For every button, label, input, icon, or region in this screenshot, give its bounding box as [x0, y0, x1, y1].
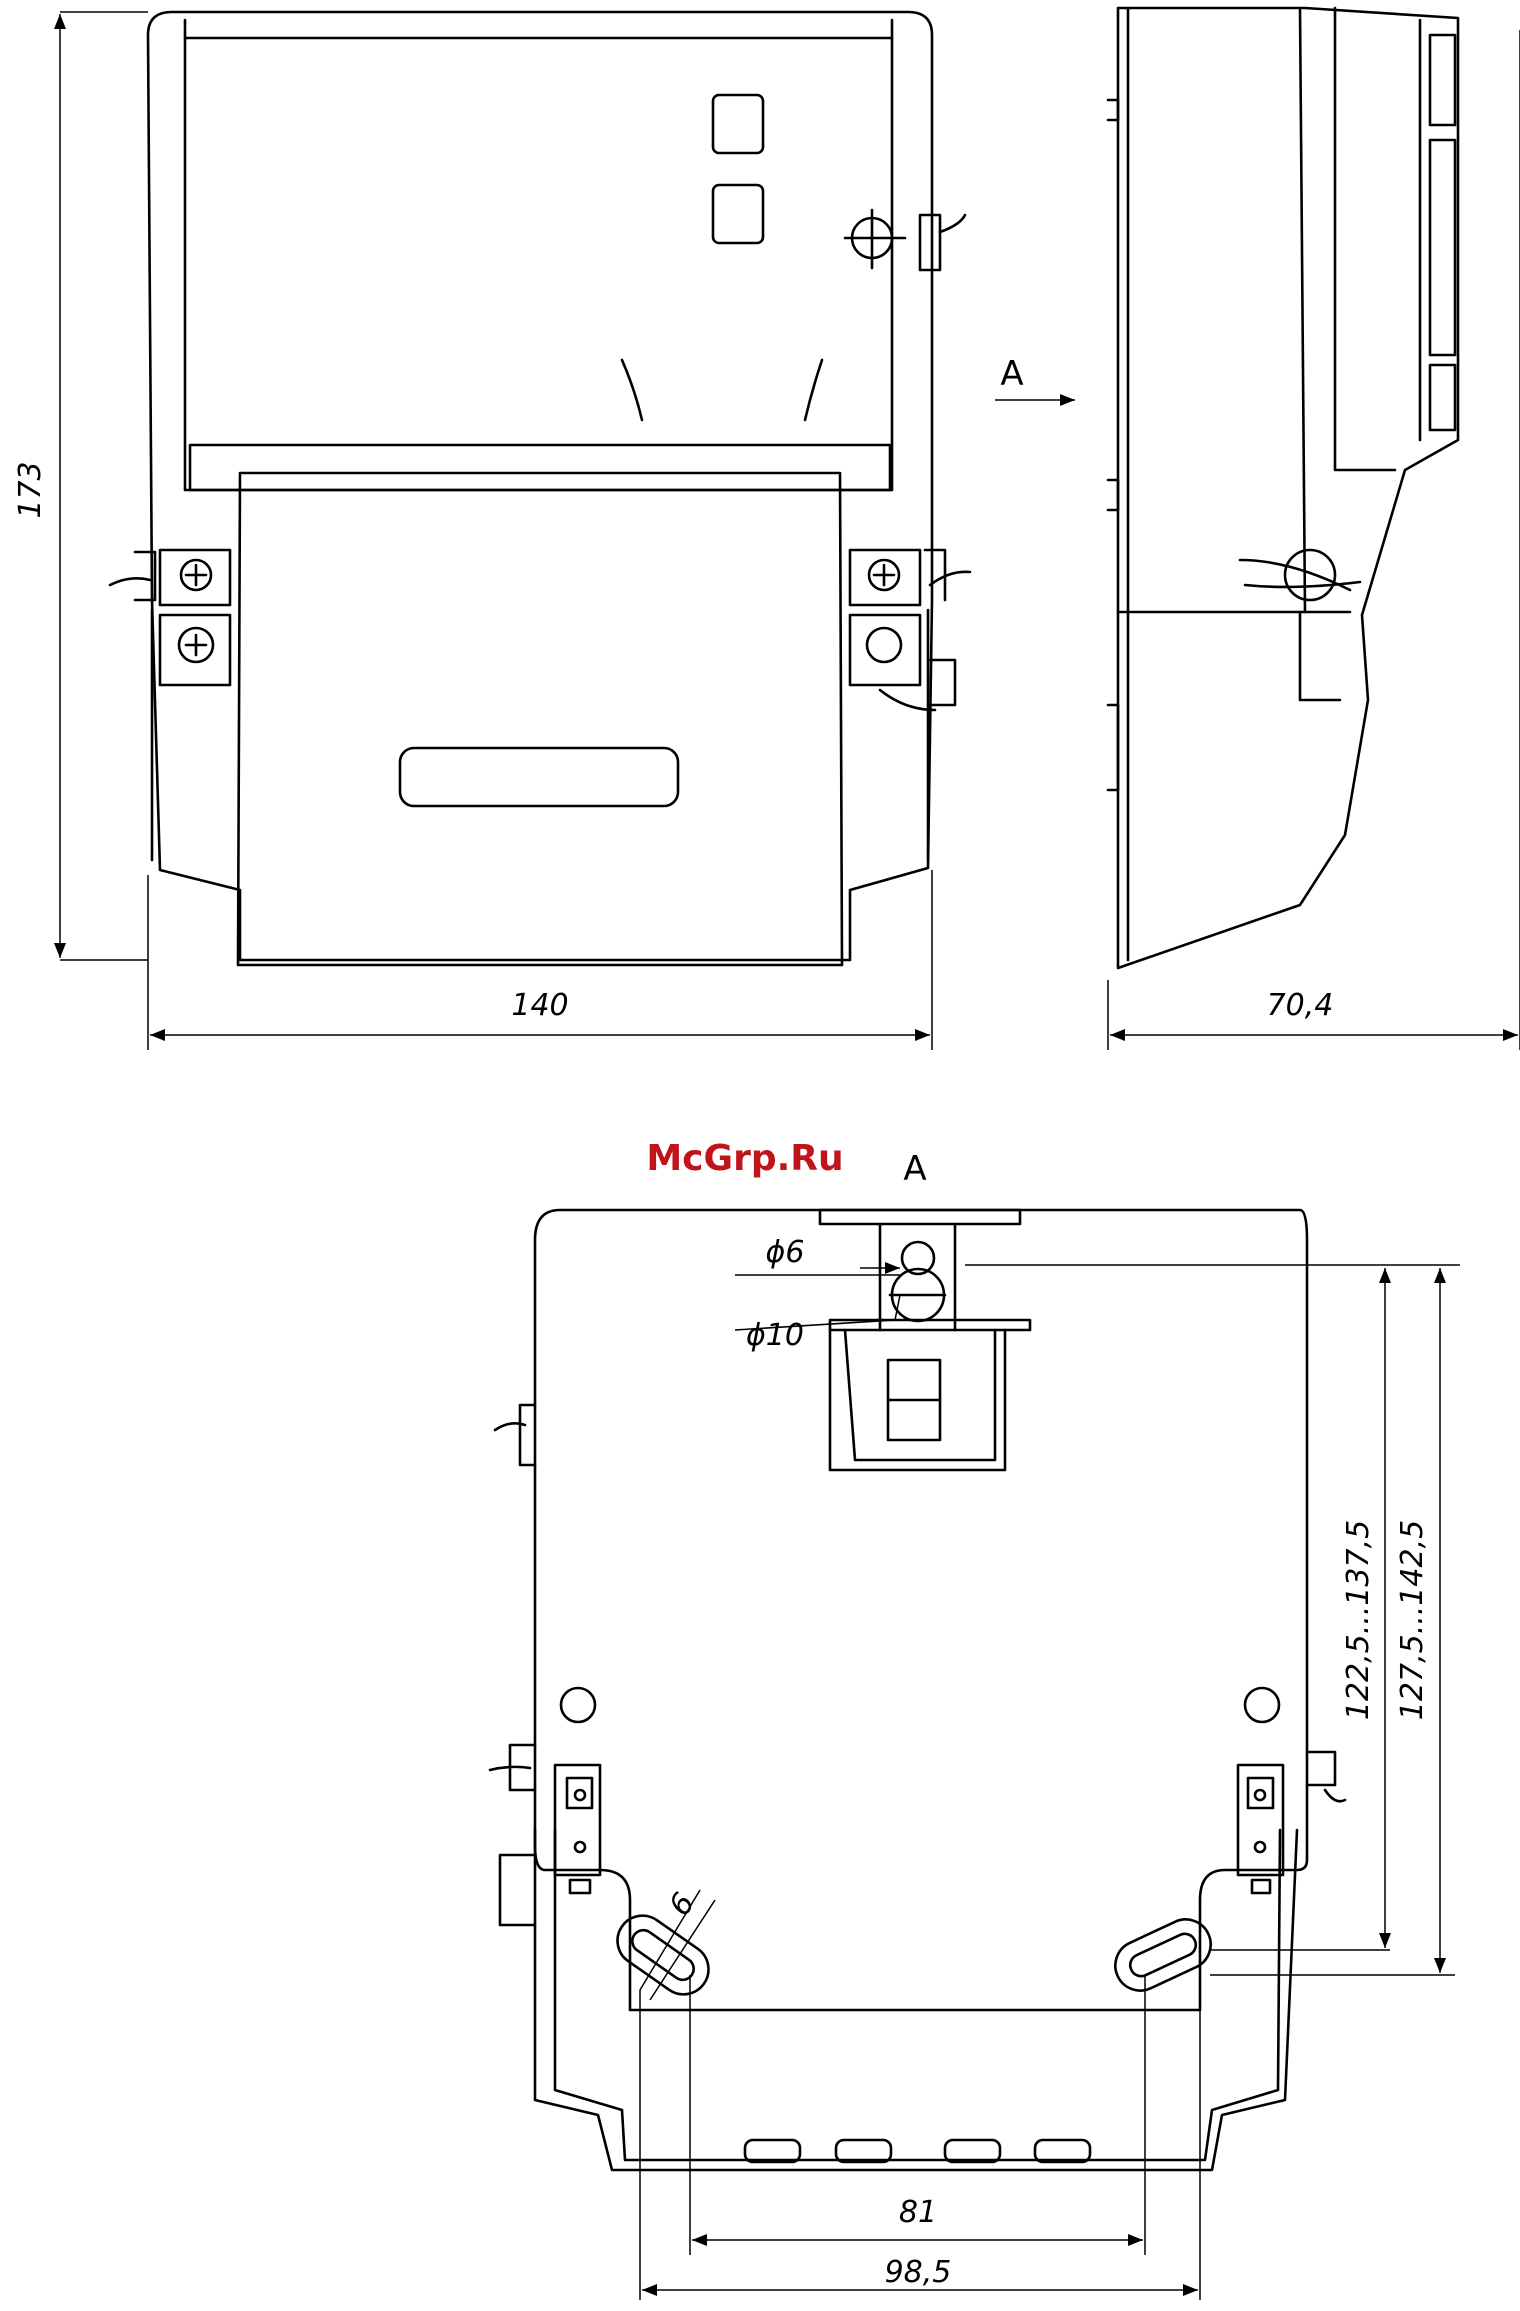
height-dimension-label: 173 [13, 461, 48, 518]
hole-large-label: ϕ10 [746, 1318, 804, 1353]
view-a-label: A [903, 1149, 926, 1189]
watermark: McGrp.Ru [646, 1138, 843, 1179]
bottom-dimensions [640, 1265, 1460, 2300]
view-arrow-label: A [1000, 354, 1023, 394]
side-view [1108, 8, 1458, 968]
width-dimension-label: 140 [511, 988, 568, 1023]
front-dimensions [60, 12, 932, 1050]
slot-spacing-label: 81 [899, 2195, 937, 2230]
range-outer-label: 127,5...142,5 [1395, 1520, 1430, 1720]
total-spacing-label: 98,5 [885, 2255, 952, 2290]
depth-dimension-label: 70,4 [1267, 988, 1334, 1023]
bottom-view [490, 1210, 1345, 2170]
hole-small-label: ϕ6 [766, 1235, 805, 1270]
slot-width-label: 6 [662, 1887, 702, 1923]
front-view [110, 12, 970, 965]
range-inner-label: 122,5...137,5 [1341, 1520, 1376, 1720]
